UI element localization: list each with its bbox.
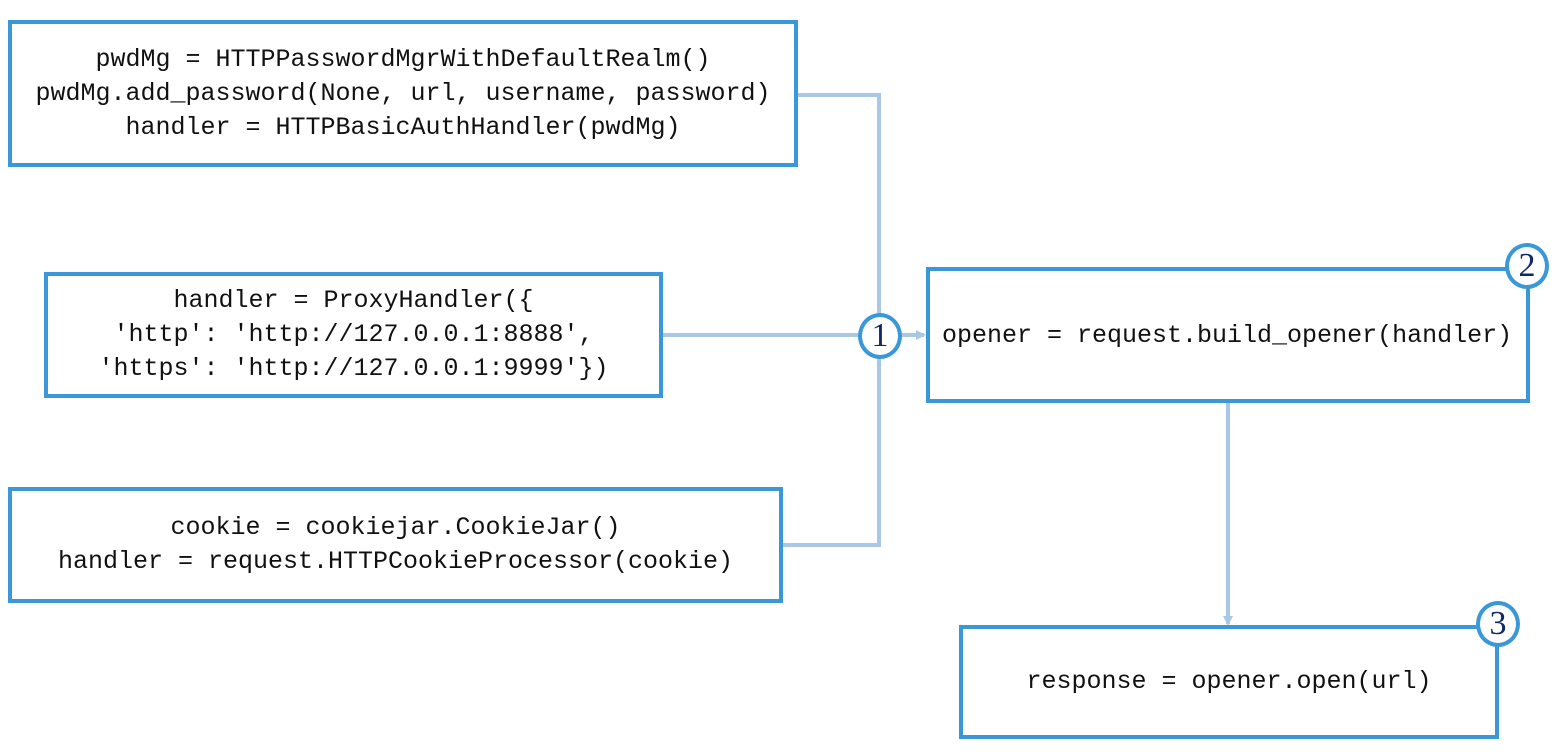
step-3-badge: 3 <box>1476 601 1520 647</box>
code-line: handler = HTTPBasicAuthHandler(pwdMg) <box>125 112 681 142</box>
code-line: cookie = cookiejar.CookieJar() <box>170 513 621 542</box>
code-line: pwdMg = HTTPPasswordMgrWithDefaultRealm(… <box>95 44 711 74</box>
code-line: pwdMg.add_password(None, url, username, … <box>35 78 771 108</box>
code-line: handler = ProxyHandler({ <box>173 286 534 315</box>
code-line: 'http': 'http://127.0.0.1:8888', <box>113 320 594 349</box>
code-line: response = opener.open(url) <box>1026 667 1432 696</box>
proxy-handler-box: handler = ProxyHandler({ 'http': 'http:/… <box>44 272 663 398</box>
step-1-badge: 1 <box>858 313 902 359</box>
code-line: opener = request.build_opener(handler) <box>942 321 1513 350</box>
password-auth-box: pwdMg = HTTPPasswordMgrWithDefaultRealm(… <box>8 20 798 167</box>
cookie-handler-box: cookie = cookiejar.CookieJar() handler =… <box>8 487 783 603</box>
response-box: response = opener.open(url) <box>959 625 1499 739</box>
step-2-badge: 2 <box>1505 243 1549 289</box>
code-line: 'https': 'http://127.0.0.1:9999'}) <box>98 354 609 383</box>
code-line: handler = request.HTTPCookieProcessor(co… <box>57 547 734 576</box>
build-opener-box: opener = request.build_opener(handler) <box>926 267 1530 403</box>
